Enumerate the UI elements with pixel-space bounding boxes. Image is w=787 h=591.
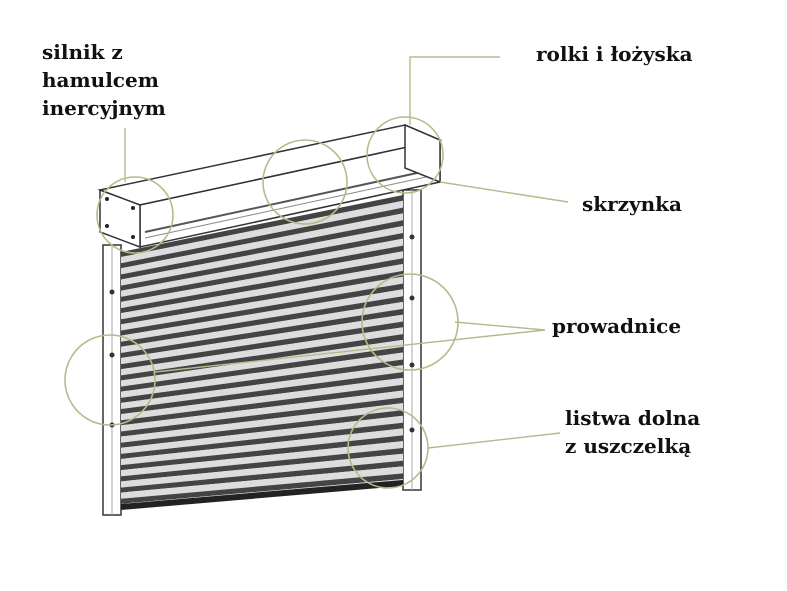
slat-gap-2 <box>121 213 403 275</box>
slat-gap-15 <box>121 377 403 421</box>
label-motor-line3: inercyjnym <box>42 96 166 120</box>
slat-gap-13 <box>121 352 403 398</box>
slat-gap-3 <box>121 225 403 286</box>
slat-5 <box>121 245 403 302</box>
slat-gap-14 <box>121 365 403 410</box>
slat-gap-11 <box>121 327 403 376</box>
label-bottom: listwa dolna z uszczelką <box>565 404 700 460</box>
slat-gap-18 <box>121 415 403 454</box>
slat-gap-12 <box>121 339 403 387</box>
slat-1 <box>121 195 403 258</box>
right-guide-rail <box>402 189 422 491</box>
slat-12 <box>121 334 403 381</box>
leader-lines <box>124 56 569 449</box>
label-motor-line1: silnik z <box>42 40 123 64</box>
callout-circle-rollers <box>366 116 444 194</box>
slat-gap-22 <box>121 466 403 499</box>
slat-4 <box>121 232 403 291</box>
shutter-curtain <box>121 195 403 510</box>
slat-gap-21 <box>121 453 403 488</box>
slat-gap-1 <box>121 200 403 264</box>
slat-22 <box>121 460 403 493</box>
slat-23 <box>121 473 403 504</box>
slat-20 <box>121 435 403 471</box>
slat-6 <box>121 258 403 314</box>
slat-gap-8 <box>121 289 403 342</box>
slat-3 <box>121 220 403 280</box>
slat-gap-19 <box>121 428 403 466</box>
label-motor: silnik z hamulcem inercyjnym <box>42 38 166 122</box>
leader-box <box>439 181 569 203</box>
callout-circle-guide-left <box>64 334 156 426</box>
slat-gap-10 <box>121 314 403 365</box>
slat-13 <box>121 346 403 392</box>
slat-gap-4 <box>121 238 403 297</box>
slat-9 <box>121 296 403 347</box>
slat-gap-20 <box>121 441 403 477</box>
slat-17 <box>121 397 403 437</box>
slat-gap-7 <box>121 276 403 331</box>
label-bottom-line2: z uszczelką <box>565 434 692 458</box>
slat-gap-16 <box>121 390 403 432</box>
slat-8 <box>121 283 403 336</box>
callout-circle-box <box>262 139 348 225</box>
leader-bottom <box>427 432 561 449</box>
label-motor-line2: hamulcem <box>42 68 159 92</box>
slat-16 <box>121 384 403 426</box>
leader-rollers <box>409 56 500 125</box>
label-rollers: rolki i łożyska <box>536 42 693 66</box>
slat-21 <box>121 448 403 482</box>
label-box: skrzynka <box>582 192 682 216</box>
slat-2 <box>121 207 403 269</box>
leader-guide-left <box>154 329 546 373</box>
slat-11 <box>121 321 403 370</box>
slat-gap-6 <box>121 263 403 320</box>
slat-gap-17 <box>121 403 403 443</box>
slat-15 <box>121 372 403 415</box>
slat-18 <box>121 410 403 448</box>
left-guide-rail <box>102 244 122 516</box>
callout-circle-motor <box>96 176 174 254</box>
slat-14 <box>121 359 403 403</box>
slat-19 <box>121 422 403 459</box>
label-guides: prowadnice <box>552 314 682 338</box>
bottom-bar <box>121 480 403 510</box>
slat-10 <box>121 308 403 359</box>
label-bottom-line1: listwa dolna <box>565 406 701 430</box>
leader-guide-right <box>454 321 546 331</box>
slat-gap-5 <box>121 251 403 309</box>
slat-gap-9 <box>121 301 403 353</box>
slat-7 <box>121 270 403 325</box>
